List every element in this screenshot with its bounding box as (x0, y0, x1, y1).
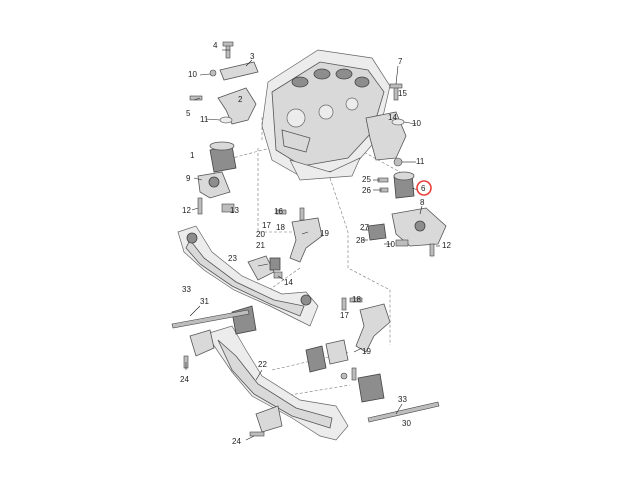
callout-31-label: 31 (200, 297, 209, 306)
callout-7-label: 7 (398, 57, 403, 66)
callout-14-label: 14 (388, 113, 397, 122)
callout-15-label: 15 (398, 89, 407, 98)
right-upper-parts (365, 83, 447, 257)
callout-22-label: 22 (258, 360, 267, 369)
middle-brackets (247, 207, 391, 353)
callout-13-label: 13 (230, 206, 239, 215)
callout-16-label: 16 (274, 207, 283, 216)
callout-6-label: 6 (421, 184, 426, 193)
callout-8-label: 8 (420, 198, 425, 207)
callout-26-label: 26 (362, 186, 371, 195)
callout-20-label: 20 (256, 230, 265, 239)
callout-3-label: 3 (250, 52, 255, 61)
callout-21-label: 21 (256, 241, 265, 250)
callout-17-label-lower: 17 (340, 311, 349, 320)
lower-subframe (171, 305, 440, 441)
callout-2-label: 2 (238, 95, 243, 104)
upper-crossmember (177, 225, 319, 327)
callout-25-label: 25 (362, 175, 371, 184)
callout-28-label: 28 (356, 236, 365, 245)
callout-24-label-left: 24 (180, 375, 189, 384)
callout-5-label: 5 (186, 109, 191, 118)
callout-14-label-mid: 14 (284, 278, 293, 287)
callout-17-label-upper: 17 (262, 221, 271, 230)
callout-30-label: 30 (402, 419, 411, 428)
callout-27-label: 27 (360, 223, 369, 232)
callout-33-label-left: 33 (182, 285, 191, 294)
callout-labels: 4 3 10 5 2 11 1 9 12 13 7 15 10 14 11 25… (180, 41, 451, 446)
leader-lines (185, 49, 440, 441)
callout-4-label: 4 (213, 41, 218, 50)
callout-23-label: 23 (228, 254, 237, 263)
callout-12-label-right: 12 (442, 241, 451, 250)
callout-10-label-left: 10 (188, 70, 197, 79)
callout-19-label-upper: 19 (320, 229, 329, 238)
left-upper-parts (189, 41, 259, 215)
callout-1-label: 1 (190, 151, 195, 160)
callout-9-label: 9 (186, 174, 191, 183)
callout-19-label-lower: 19 (362, 347, 371, 356)
callout-10-label-lower: 10 (386, 240, 395, 249)
callout-18-label-upper: 18 (276, 223, 285, 232)
callout-11-label-left: 11 (200, 115, 209, 124)
callout-33-label-right: 33 (398, 395, 407, 404)
callout-12-label-left: 12 (182, 206, 191, 215)
callout-24-label-bottom: 24 (232, 437, 241, 446)
engine-block (261, 49, 391, 181)
callout-11-label-right: 11 (416, 157, 425, 166)
callout-18-label-lower: 18 (352, 295, 361, 304)
highlight-ring-6 (416, 180, 432, 196)
callout-10-label-right: 10 (412, 119, 421, 128)
